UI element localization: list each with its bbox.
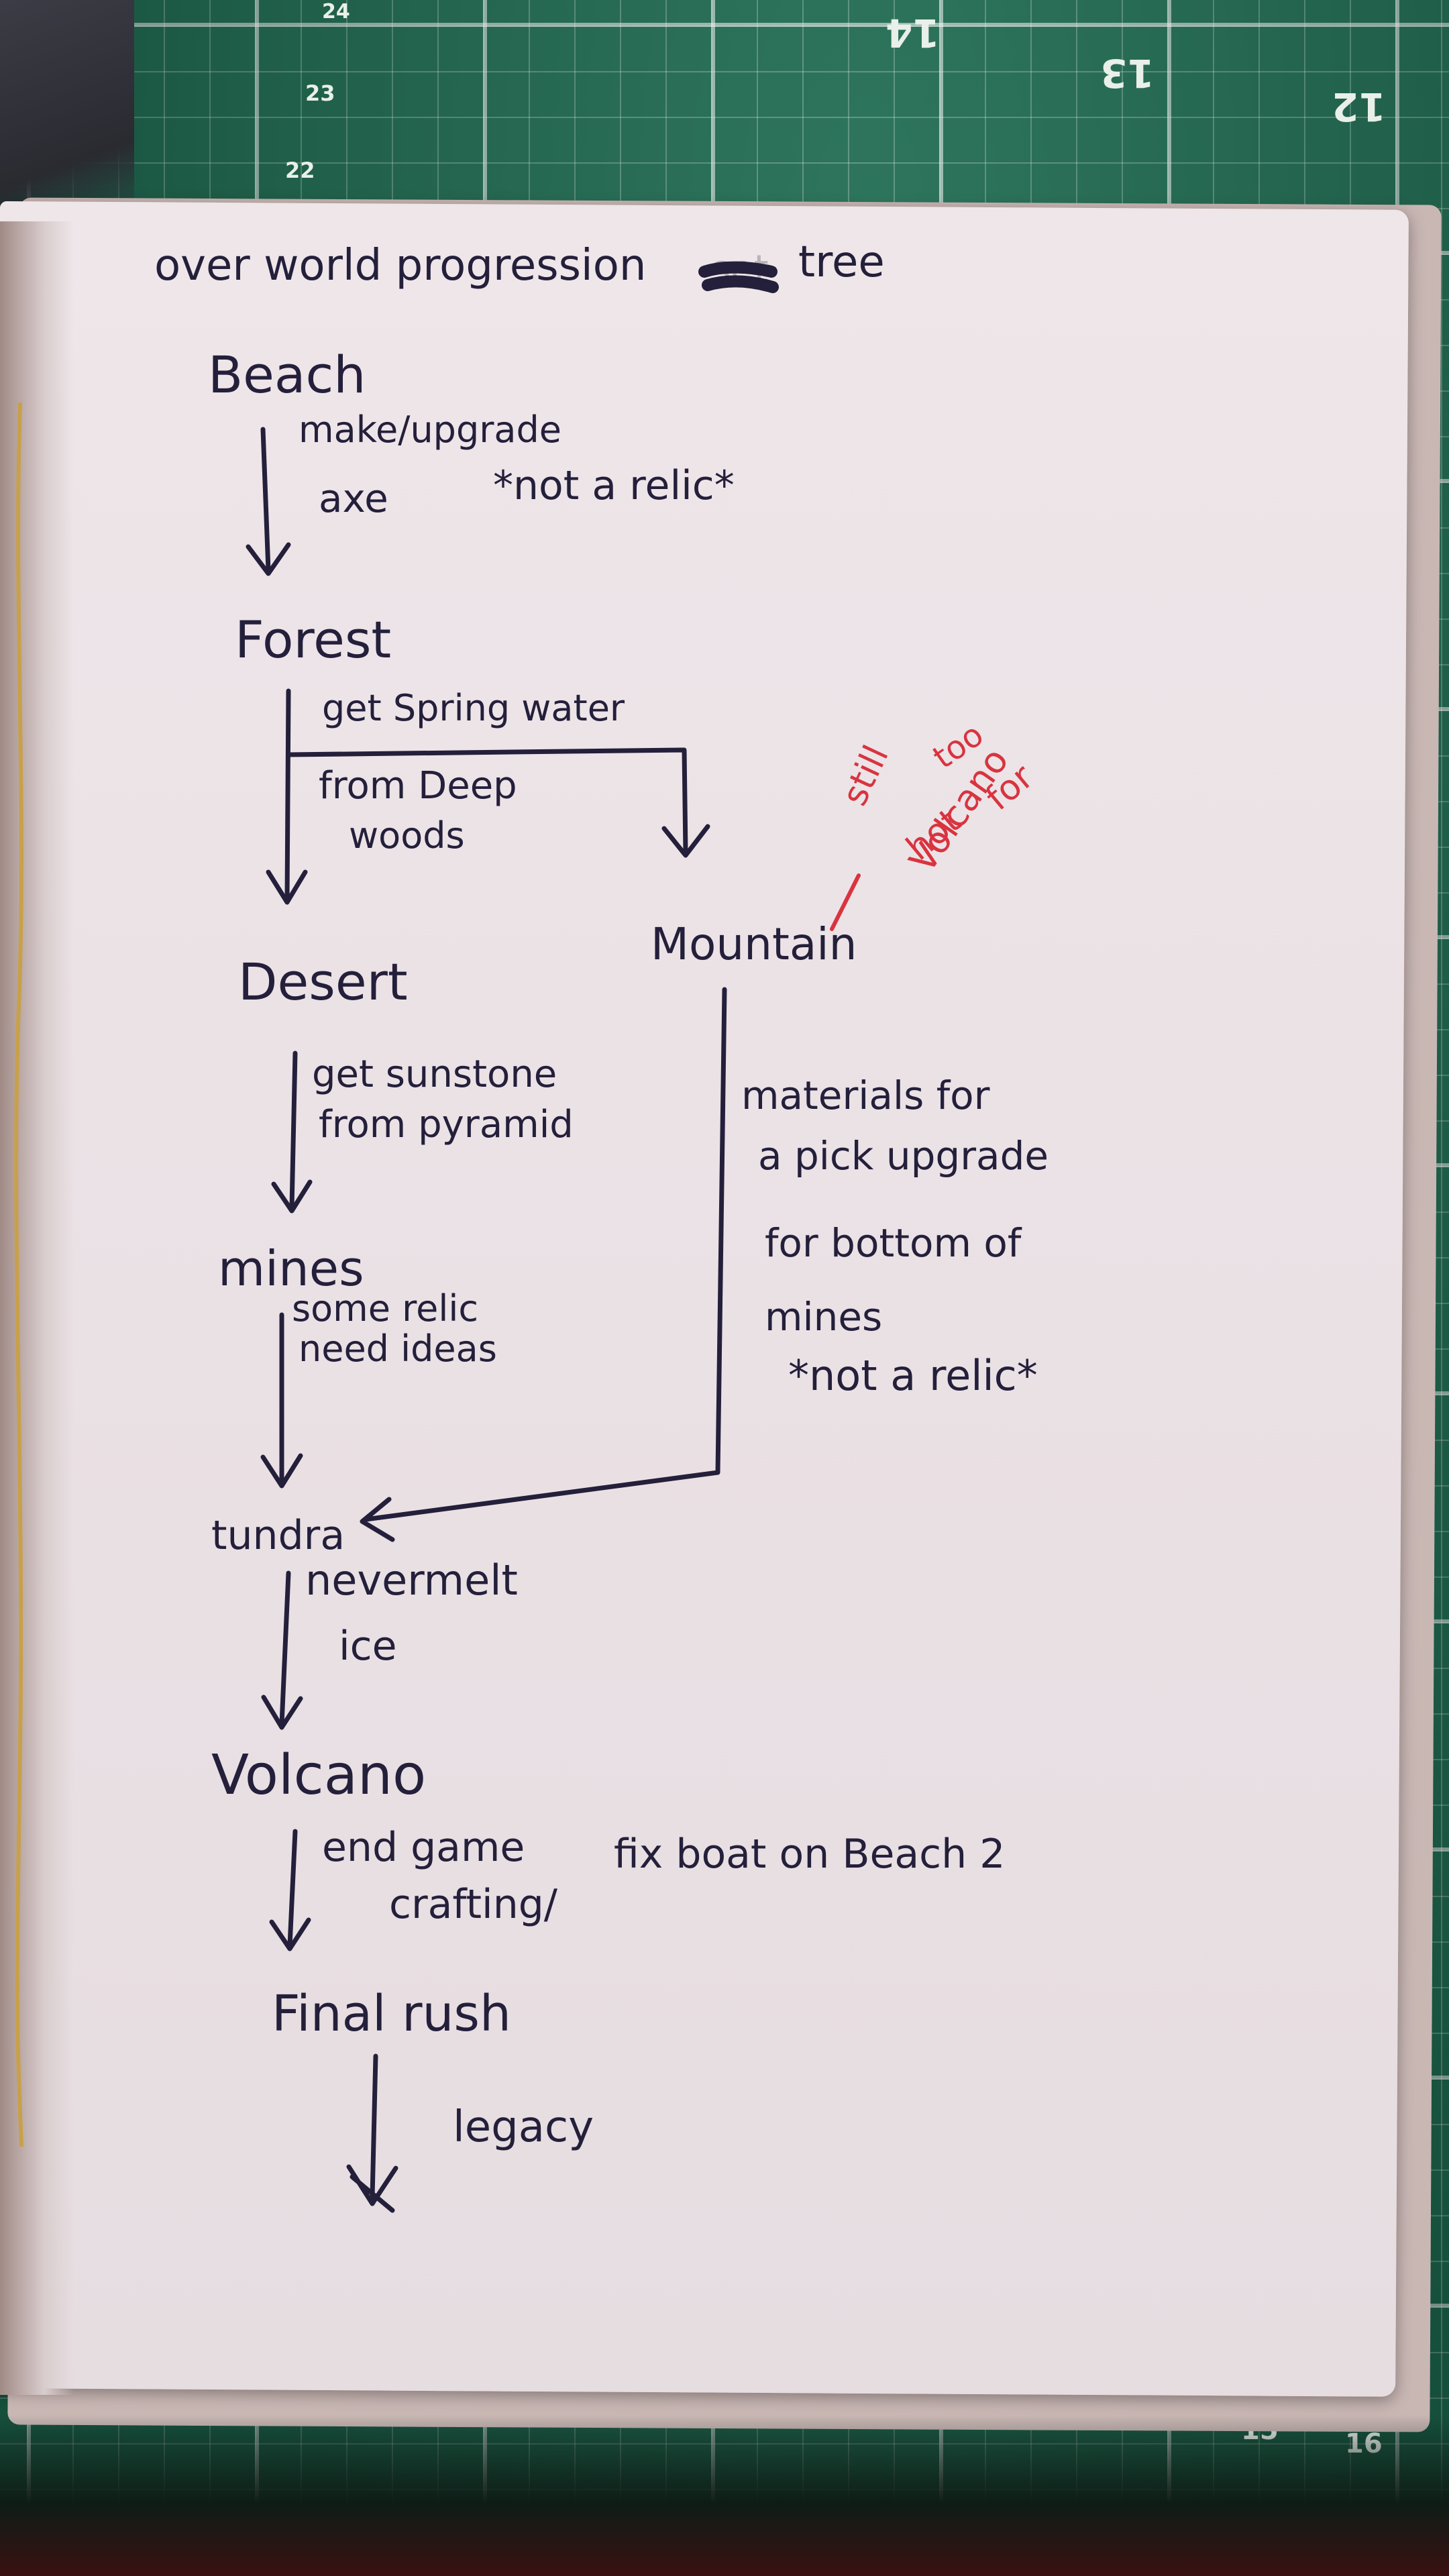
desert-note-line-2: from pyramid <box>319 1103 574 1146</box>
volcano-note-line-2: crafting/ <box>389 1881 558 1928</box>
forest-note-line-1: get Spring water <box>322 687 625 729</box>
ruler-number-24: 24 <box>322 0 350 23</box>
volcano-note-line-3: fix boat on Beach 2 <box>614 1831 1006 1878</box>
tundra-note-line-2: ice <box>339 1623 397 1670</box>
page-title: over world progression <box>154 241 647 290</box>
mountain-note-line-2: a pick upgrade <box>758 1133 1049 1179</box>
beach-not-relic-note: *not a relic* <box>493 462 735 509</box>
table-edge <box>0 2415 1449 2576</box>
title-end-word: tree <box>798 237 885 287</box>
desert-note-line-1: get sunstone <box>312 1053 557 1096</box>
mountain-note-line-4: mines <box>765 1294 883 1340</box>
area-volcano: Volcano <box>211 1743 427 1807</box>
binding-thread <box>14 402 23 2147</box>
area-final-rush: Final rush <box>272 1985 511 2043</box>
area-desert: Desert <box>238 952 408 1012</box>
mountain-note-line-1: materials for <box>741 1073 990 1118</box>
mountain-not-relic-note: *not a relic* <box>788 1351 1038 1400</box>
tundra-note-line-1: nevermelt <box>305 1556 518 1605</box>
area-mines: mines <box>218 1240 364 1297</box>
mines-note-line-1: some relic <box>292 1287 479 1330</box>
ruler-number-22: 22 <box>285 158 315 183</box>
area-mountain: Mountain <box>651 918 857 970</box>
table-corner <box>0 0 134 221</box>
area-beach: Beach <box>208 345 366 405</box>
final-note-legacy: legacy <box>453 2102 594 2152</box>
ruler-number-23: 23 <box>305 80 335 106</box>
area-forest: Forest <box>235 610 392 669</box>
mines-note-line-2: need ideas <box>299 1328 497 1370</box>
area-tundra: tundra <box>211 1512 345 1559</box>
forest-note-line-3: woods <box>349 814 465 857</box>
beach-note-line-2: axe <box>319 476 388 521</box>
volcano-note-line-1: end game <box>322 1824 525 1871</box>
title-struck-word: set <box>711 248 769 291</box>
mountain-note-line-3: for bottom of <box>765 1220 1022 1266</box>
page-left-edge <box>0 221 74 2395</box>
beach-note-line-1: make/upgrade <box>299 409 562 451</box>
forest-note-line-2: from Deep <box>319 764 517 808</box>
